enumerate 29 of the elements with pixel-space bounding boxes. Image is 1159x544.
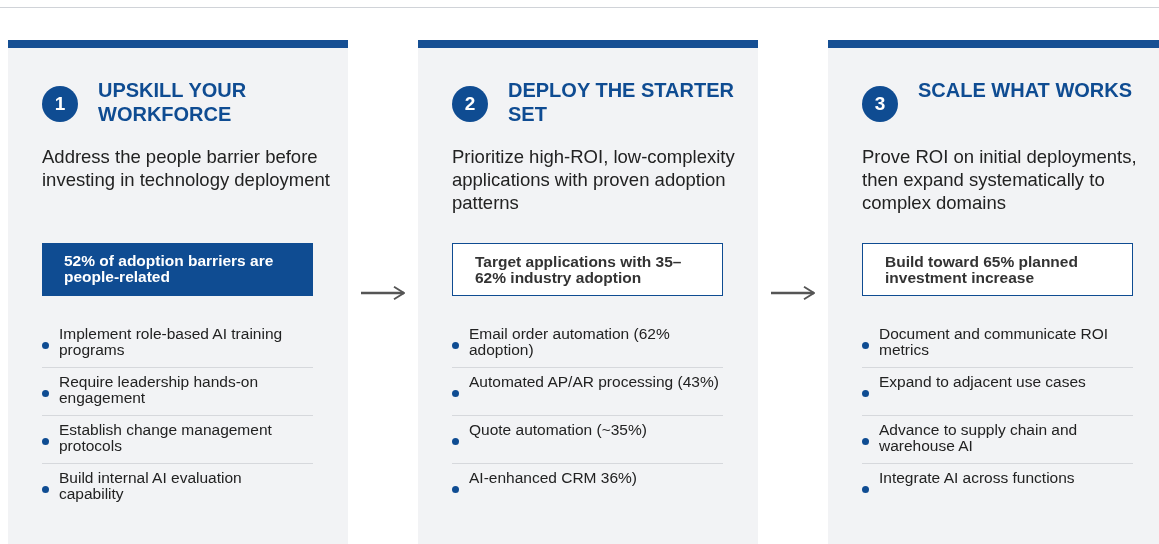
number-circle: 2 — [452, 86, 488, 122]
step-panel — [8, 40, 348, 544]
list-item-text: Implement role-based AI training programs — [59, 326, 284, 358]
list-item-text: Require leadership hands-on engagement — [59, 374, 260, 406]
highlight-box: Build toward 65% planned investment increase — [862, 243, 1133, 296]
step-title: UPSKILL YOUR WORKFORCE — [98, 78, 248, 126]
highlight-box: 52% of adoption barriers are people-related — [42, 243, 313, 296]
list-item-text: Expand to adjacent use cases — [879, 374, 1087, 390]
step-description: Prioritize high-ROI, low-complexity applications with proven adoption patterns — [452, 145, 736, 214]
list-item-text: Establish change management protocols — [59, 422, 273, 454]
step-panel — [418, 40, 758, 544]
list-item-text: AI-enhanced CRM 36%) — [469, 470, 638, 486]
list-item-text: Quote automation (~35%) — [469, 422, 648, 438]
list-item-text: Automated AP/AR processing (43%) — [469, 374, 719, 390]
number-circle: 1 — [42, 86, 78, 122]
list-item-text: Integrate AI across functions — [879, 470, 1076, 486]
number-circle: 3 — [862, 86, 898, 122]
list-item-text: Build internal AI evaluation capability — [59, 470, 243, 502]
step-title: DEPLOY THE STARTER SET — [508, 78, 735, 126]
arrow — [361, 285, 405, 301]
highlight-box: Target applications with 35–62% industry adoption — [452, 243, 723, 296]
arrow — [771, 285, 815, 301]
list-item-text: Advance to supply chain and warehouse AI — [879, 422, 1079, 454]
step-title: SCALE WHAT WORKS — [918, 78, 1134, 102]
list-item-text: Email order automation (62% adoption) — [469, 326, 671, 358]
step-description: Address the people barrier before investing in technology deployment — [42, 145, 331, 191]
step-panel — [828, 40, 1159, 544]
list-item-text: Document and communicate ROI metrics — [879, 326, 1110, 358]
step-description: Prove ROI on initial deployments, then expand systematically to complex domains — [862, 145, 1138, 214]
